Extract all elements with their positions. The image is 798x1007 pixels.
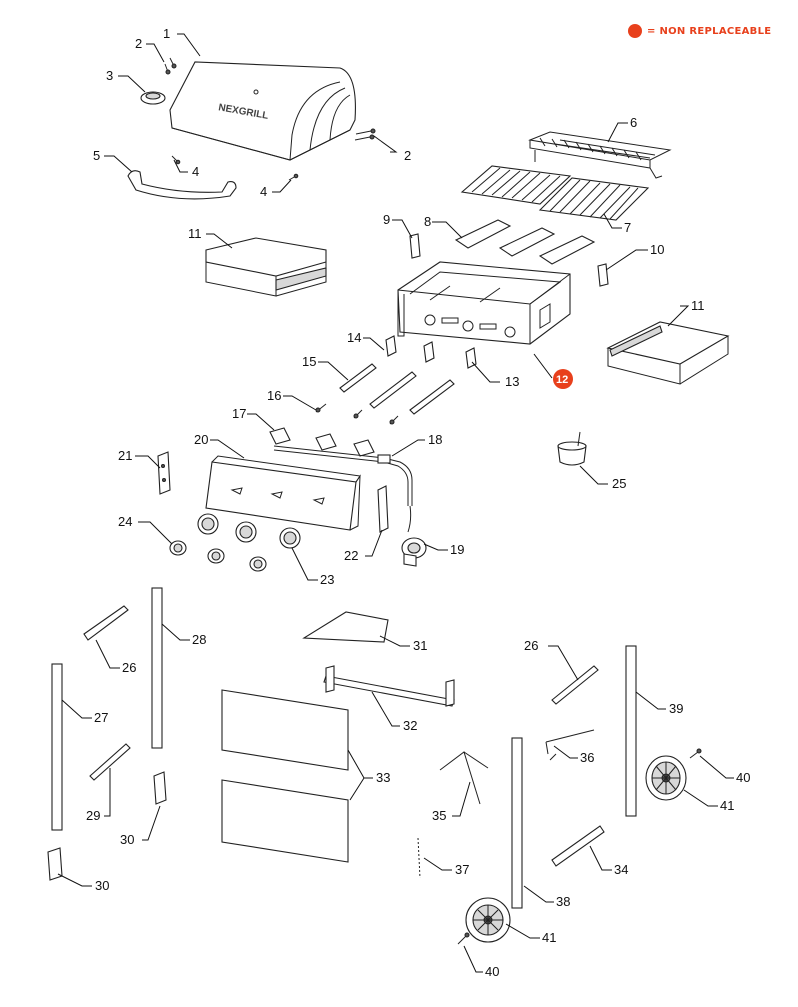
flame-tamers-part [454,219,596,265]
callout-12: 12 [556,374,568,386]
control-knobs-part [169,540,267,572]
thermometer-part [140,91,166,105]
legend-label: = NON REPLACEABLE [647,25,772,37]
leg-caps-part [47,771,167,881]
right-front-leg-part [511,737,523,909]
gas-valves-part [269,427,375,457]
bottom-shelf-part [302,611,389,643]
callout-7: 7 [624,220,631,235]
callout-16: 16 [267,388,281,403]
callout-25: 25 [612,476,626,491]
warming-rack-part [528,131,672,179]
right-rear-leg-part [625,645,637,817]
knob-bezels-part [197,513,301,549]
callout-33: 33 [376,770,390,785]
callout-32: 32 [403,718,417,733]
cooking-grates-part [460,165,650,221]
right-cross-bracket-part [551,825,605,867]
lid-part: NEXGRILL [169,61,356,161]
callout-19: 19 [450,542,464,557]
legend: = NON REPLACEABLE [628,24,771,38]
tank-holder-wire-part [439,751,489,805]
cross-bar-part [323,665,455,707]
grease-cup-part [557,431,587,466]
callout-40a: 40 [736,770,750,785]
gas-manifold-part [273,445,413,506]
callout-4b: 4 [260,184,267,199]
callout-30a: 30 [120,832,134,847]
callout-38: 38 [556,894,570,909]
non-replaceable-dot-icon [628,24,642,38]
left-control-bracket-part [157,451,171,495]
callout-39: 39 [669,701,683,716]
callout-13: 13 [505,374,519,389]
callout-11a: 11 [188,226,202,241]
leader-lines [57,33,734,973]
callout-29: 29 [86,808,100,823]
right-bracket-part [597,263,609,287]
callout-41a: 41 [720,798,734,813]
callout-36: 36 [580,750,594,765]
left-legs-part [51,587,163,831]
burner-tubes-part [339,363,455,415]
callout-21: 21 [118,448,132,463]
tank-hook-part [545,729,595,761]
cart-doors-part [221,689,349,863]
callout-8: 8 [424,214,431,229]
burner-brackets-part [385,335,477,369]
axle-bolts-part [457,748,702,945]
chain-part [417,837,421,879]
handle-screws-part [171,155,299,181]
callout-9: 9 [383,212,390,227]
callout-26a: 26 [122,660,136,675]
callout-14: 14 [347,330,361,345]
wheels-part [465,755,687,943]
callout-35: 35 [432,808,446,823]
lid-handle-part [127,170,237,200]
igniter-electrodes-part [315,403,399,425]
callout-6: 6 [630,115,637,130]
callout-31: 31 [413,638,427,653]
callout-27: 27 [94,710,108,725]
callout-24: 24 [118,514,132,529]
lid-bolts-part [164,57,376,141]
callout-3: 3 [106,68,113,83]
callout-18: 18 [428,432,442,447]
callout-26b: 26 [524,638,538,653]
non-replaceable-badge: 12 [553,369,573,389]
regulator-part [401,505,427,567]
left-bracket-part [409,233,421,259]
callout-40b: 40 [485,964,499,979]
left-side-shelf-part [205,237,327,297]
left-cross-bracket-part [89,743,131,781]
callout-4a: 4 [192,164,199,179]
callout-28: 28 [192,632,206,647]
cart-brackets-part [83,605,599,705]
callout-41b: 41 [542,930,556,945]
callout-23: 23 [320,572,334,587]
callout-2a: 2 [135,36,142,51]
right-control-bracket-part [377,485,389,533]
callout-15: 15 [302,354,316,369]
callout-1: 1 [163,26,170,41]
callout-37: 37 [455,862,469,877]
firebox-part [397,261,571,345]
callout-labels: 1 2 2 3 4 4 5 6 7 8 9 10 11 11 12 13 14 … [86,26,750,979]
callout-10: 10 [650,242,664,257]
control-panel-part [205,455,361,531]
callout-22: 22 [344,548,358,563]
callout-20: 20 [194,432,208,447]
callout-5: 5 [93,148,100,163]
right-side-shelf-part [606,321,730,385]
callout-11b: 11 [691,298,705,313]
callout-17: 17 [232,406,246,421]
callout-2b: 2 [404,148,411,163]
callout-34: 34 [614,862,628,877]
callout-30b: 30 [95,878,109,893]
